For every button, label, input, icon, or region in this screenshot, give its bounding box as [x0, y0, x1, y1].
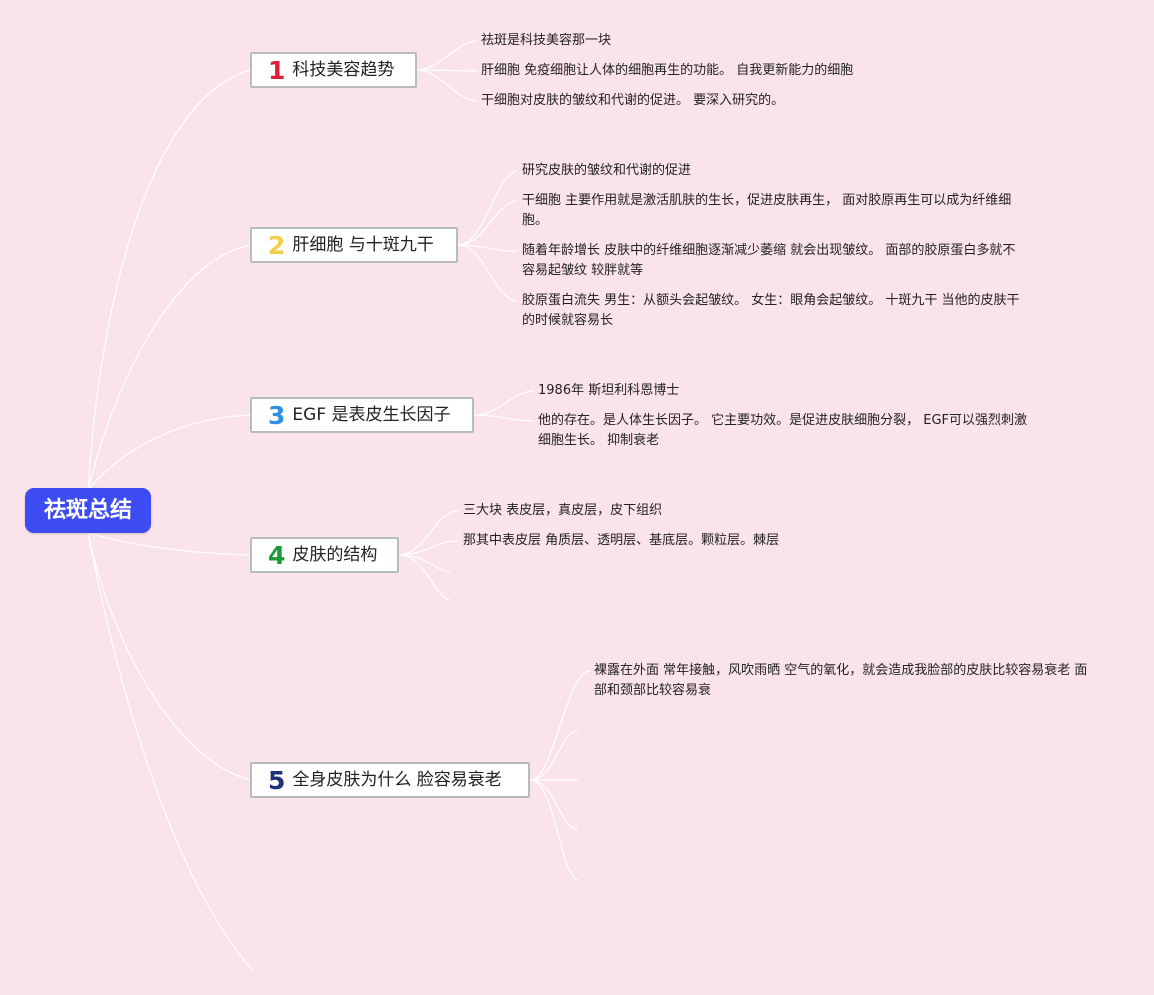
- root-to-topic-1-line: [87, 69, 251, 491]
- root-node[interactable]: 祛斑总结: [25, 488, 151, 533]
- subtopic-2-3[interactable]: 随着年龄增长 皮肤中的纤维细胞逐渐减少萎缩 就会出现皱纹。 面部的胶原蛋白多就不…: [522, 243, 1016, 278]
- topic-label-4: 皮肤的结构: [292, 544, 378, 565]
- subtopic-5-1[interactable]: 裸露在外面 常年接触，风吹雨晒 空气的氧化，就会造成我脸部的皮肤比较容易衰老 面…: [594, 663, 1088, 698]
- topic-number-2: 2: [268, 230, 286, 260]
- topic-label-3: EGF 是表皮生长因子: [292, 404, 451, 425]
- topic-node-2[interactable]: 2 肝细胞 与十斑九干: [250, 227, 458, 263]
- root-to-topic-3-line: [87, 414, 251, 491]
- subtopic-4-2[interactable]: 那其中表皮层 角质层、透明层、基底层。颗粒层。棘层: [463, 533, 780, 548]
- topic-node-4[interactable]: 4 皮肤的结构: [250, 537, 399, 573]
- subtopic-1-2[interactable]: 肝细胞 免疫细胞让人体的细胞再生的功能。 自我更新能力的细胞: [481, 63, 854, 78]
- topic-number-1: 1: [268, 55, 286, 85]
- subtopic-3-2[interactable]: 他的存在。是人体生长因子。 它主要功效。是促进皮肤细胞分裂， EGF可以强烈刺激…: [538, 413, 1028, 448]
- topic-label-2: 肝细胞 与十斑九干: [292, 234, 434, 255]
- subtopic-1-3[interactable]: 干细胞对皮肤的皱纹和代谢的促进。 要深入研究的。: [481, 93, 785, 108]
- subtopic-1-1[interactable]: 祛斑是科技美容那一块: [481, 33, 612, 48]
- subtopic-2-2[interactable]: 干细胞 主要作用就是激活肌肤的生长，促进皮肤再生， 面对胶原再生可以成为纤维细胞…: [522, 193, 1012, 228]
- root-to-topic-2-line: [87, 244, 251, 491]
- root-to-topic-5-line: [87, 532, 251, 781]
- root-extra-line: [87, 532, 253, 971]
- topic-number-4: 4: [268, 540, 286, 570]
- subtopic-2-1[interactable]: 研究皮肤的皱纹和代谢的促进: [522, 163, 692, 178]
- topic-label-1: 科技美容趋势: [292, 59, 395, 80]
- topic-label-5: 全身皮肤为什么 脸容易衰老: [292, 769, 502, 790]
- topic-node-1[interactable]: 1 科技美容趋势: [250, 52, 417, 88]
- topic-node-5[interactable]: 5 全身皮肤为什么 脸容易衰老: [250, 762, 530, 798]
- root-label: 祛斑总结: [43, 498, 132, 523]
- topic-node-3[interactable]: 3 EGF 是表皮生长因子: [250, 397, 474, 433]
- topic-number-3: 3: [268, 400, 286, 430]
- subtopic-2-4[interactable]: 胶原蛋白流失 男生：从额头会起皱纹。 女生：眼角会起皱纹。 十斑九干 当他的皮肤…: [522, 293, 1020, 328]
- subtopic-4-1[interactable]: 三大块 表皮层，真皮层，皮下组织: [463, 503, 663, 518]
- subtopic-3-1[interactable]: 1986年 斯坦利科恩博士: [538, 383, 680, 398]
- root-to-topic-4-line: [87, 532, 251, 556]
- topic-number-5: 5: [268, 765, 286, 795]
